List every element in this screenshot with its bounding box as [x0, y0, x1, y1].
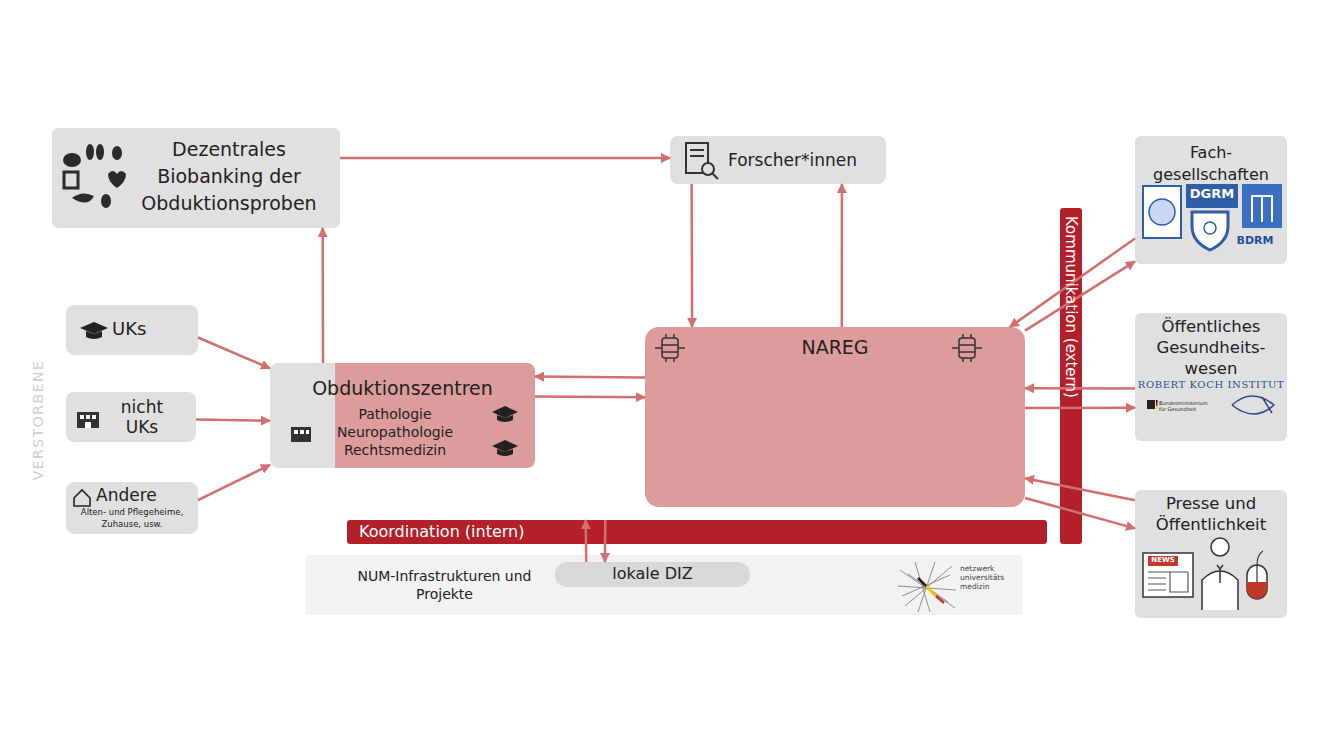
node-title: nicht UKs [104, 397, 180, 437]
flow-arrow [198, 465, 270, 500]
node-title: Andere [96, 484, 196, 506]
node-title: Fach- gesellschaften [1135, 142, 1287, 186]
flow-arrow [198, 338, 270, 369]
node-title: NAREG [645, 334, 1025, 360]
node-text: ROBERT KOCH INSTITUT [1135, 379, 1287, 391]
node-title: Kommunikation (extern) [1060, 216, 1082, 536]
flow-arrow [340, 157, 670, 160]
flow-arrow [321, 228, 324, 363]
flow-arrow [535, 395, 645, 398]
data-center-box: lokale DIZ [555, 562, 750, 587]
node-text: netzwerk universitäts medizin [960, 564, 1020, 591]
side-label: VERSTORBENE [29, 350, 47, 490]
node-title: Dezentrales Biobanking der Obduktionspro… [126, 136, 332, 217]
registry-box: NAREG [645, 327, 1025, 507]
node-text: NEWS [1148, 556, 1178, 565]
flow-arrow [196, 420, 270, 421]
node-title: Forscher*innen [728, 148, 884, 172]
node-title: UKs [112, 317, 192, 341]
flow-arrow [535, 375, 645, 378]
biobank-box: Dezentrales Biobanking der Obduktionspro… [52, 128, 340, 228]
press-box: Presse und ÖffentlichkeitNEWS [1135, 490, 1287, 618]
node-text: DGRM [1187, 186, 1237, 202]
infrastructure-box: NUM-Infrastrukturen und Projekte netzwerk… [305, 555, 1023, 615]
node-title: NUM-Infrastrukturen und Projekte [357, 567, 532, 603]
node-text: BDRM [1227, 234, 1283, 248]
public-health-box: Öffentliches Gesundheits- wesenROBERT KO… [1135, 313, 1287, 441]
source-box: nicht UKs [66, 392, 196, 442]
autopsy-center-box: ObduktionszentrenPathologie Neuropatholo… [270, 363, 535, 468]
source-box: AndereAlten- und Pflegeheime, Zuhause, u… [66, 482, 198, 534]
node-title: lokale DIZ [555, 563, 750, 585]
source-box: UKs [66, 305, 198, 355]
node-text: Bundesministerium für Gesundheit [1159, 400, 1203, 412]
node-title: Presse und Öffentlichkeit [1135, 493, 1287, 535]
node-title: Obduktionszentren [285, 375, 520, 401]
researcher-box: Forscher*innen [670, 136, 886, 184]
node-title: Koordination (intern) [359, 521, 659, 543]
node-text: Alten- und Pflegeheime, Zuhause, usw. [68, 506, 196, 530]
communication-band: Kommunikation (extern) [1060, 208, 1082, 544]
flow-arrow [841, 184, 844, 327]
society-box: Fach- gesellschaftenDGRM BDRM [1135, 136, 1287, 264]
node-title: Öffentliches Gesundheits- wesen [1135, 316, 1287, 379]
coordination-band: Koordination (intern) [347, 520, 1047, 544]
flow-arrow [690, 184, 693, 327]
node-text: Pathologie Neuropathologie Rechtsmedizin [320, 405, 470, 459]
